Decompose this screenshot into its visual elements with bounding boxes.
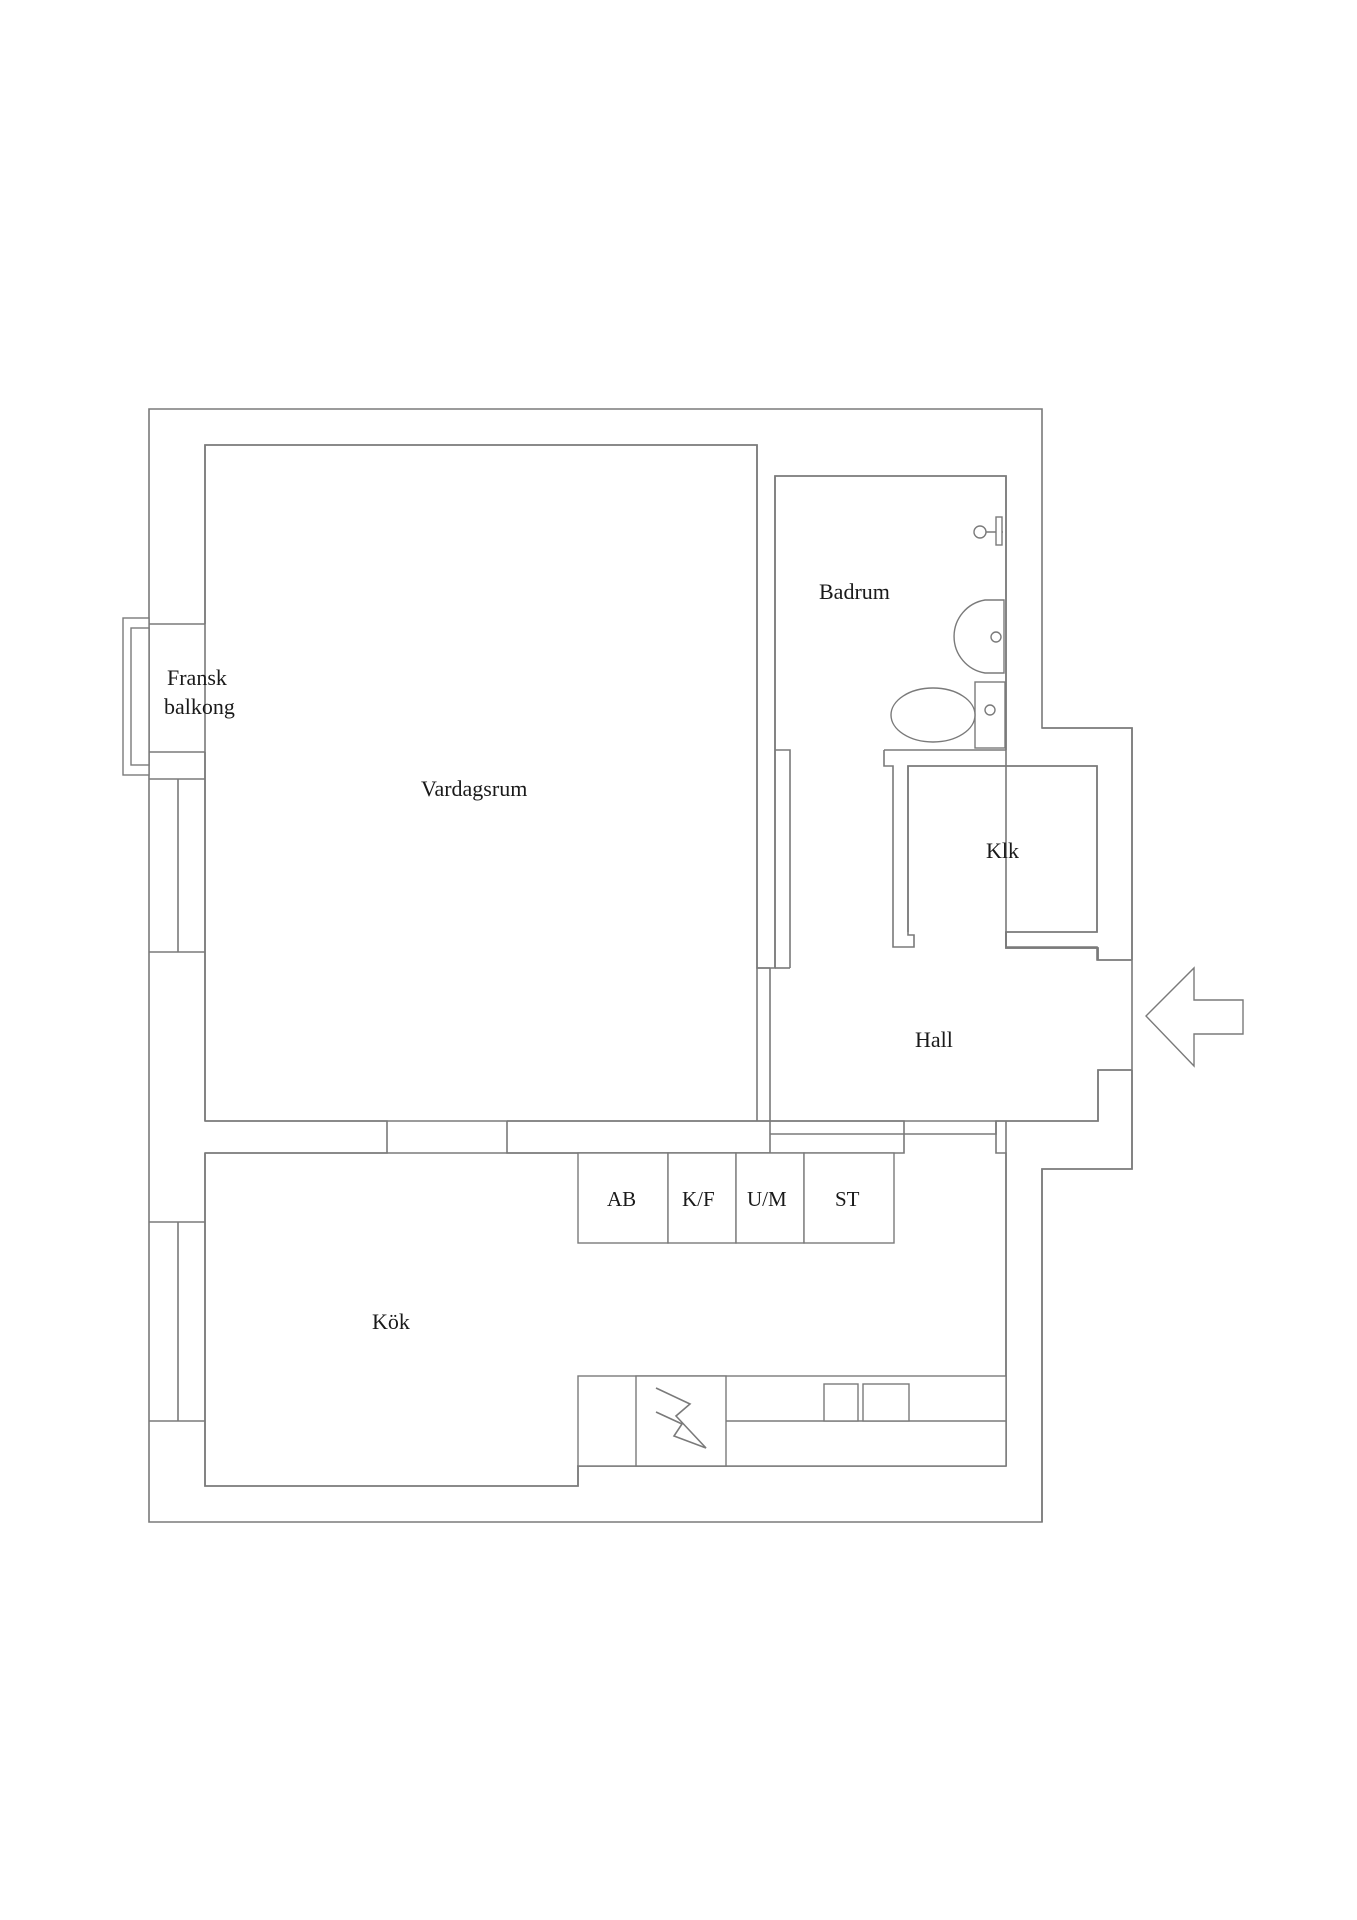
left-windows	[149, 778, 205, 1422]
room-label-hall: Hall	[915, 1027, 953, 1052]
french-balcony-door	[122, 617, 205, 776]
room-label-living: Vardagsrum	[421, 776, 527, 801]
room-label-closet: Klk	[986, 838, 1019, 863]
appliance-row	[577, 1152, 895, 1244]
room-label-kitchen: Kök	[372, 1309, 410, 1334]
kitchen-counter	[577, 1375, 1007, 1467]
appliance-label-ab: AB	[607, 1187, 636, 1211]
outer-wall	[148, 408, 1133, 1523]
appliance-label-st: ST	[835, 1187, 860, 1211]
room-label-balcony-1: Fransk	[167, 665, 227, 690]
appliance-label-kf: K/F	[682, 1187, 715, 1211]
shower-icon	[973, 516, 1003, 546]
toilet-icon	[890, 681, 1006, 749]
appliance-label-um: U/M	[747, 1187, 787, 1211]
sink-icon	[953, 599, 1005, 674]
stove-icon	[655, 1387, 707, 1449]
room-label-bathroom: Badrum	[819, 579, 890, 604]
entrance-arrow-icon	[1145, 966, 1244, 1068]
room-label-balcony-2: balkong	[164, 694, 235, 719]
closet	[907, 765, 1098, 949]
